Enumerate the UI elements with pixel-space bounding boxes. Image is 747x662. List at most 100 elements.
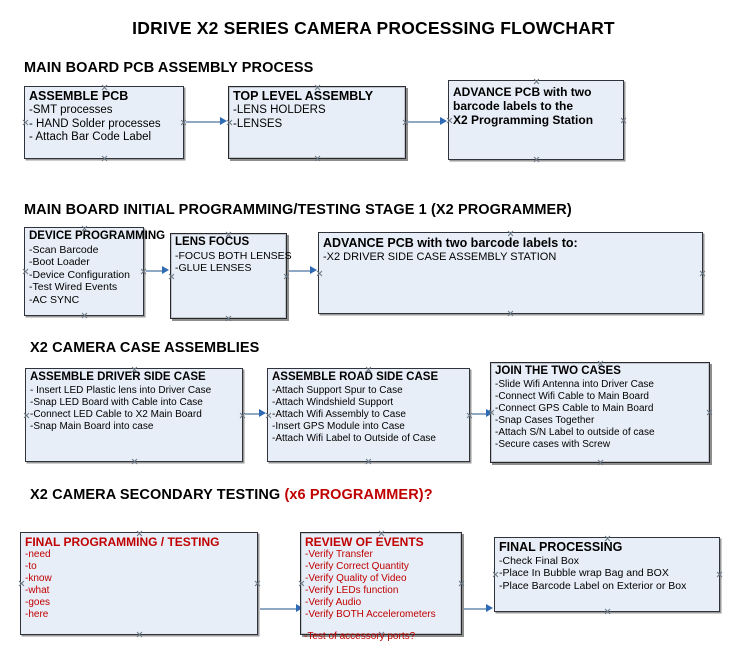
box-line: -GLUE LENSES bbox=[175, 262, 252, 275]
resize-handle-bottom[interactable] bbox=[225, 315, 232, 322]
box-line: -know bbox=[25, 573, 52, 585]
connector-arrow bbox=[408, 121, 442, 123]
box-line: -to bbox=[25, 561, 37, 573]
box-assemble-road-side-case[interactable]: ASSEMBLE ROAD SIDE CASE -Attach Support … bbox=[267, 368, 470, 462]
box-line: -Test Wired Events bbox=[29, 281, 118, 294]
box-line: -Attach Wifi Label to Outside of Case bbox=[272, 432, 436, 444]
resize-handle-bottom[interactable] bbox=[507, 310, 514, 317]
box-line: -Connect LED Cable to X2 Main Board bbox=[30, 408, 202, 420]
resize-handle-left[interactable] bbox=[298, 580, 305, 587]
box-line: -AC SYNC bbox=[29, 293, 80, 306]
box-title: ASSEMBLE ROAD SIDE CASE bbox=[272, 371, 439, 383]
box-advance-pcb-programming-station[interactable]: ADVANCE PCB with two barcode labels to t… bbox=[448, 80, 624, 160]
section-heading-main-board-initial-programming: MAIN BOARD INITIAL PROGRAMMING/TESTING S… bbox=[24, 202, 572, 218]
box-title: TOP LEVEL ASSEMBLY bbox=[233, 89, 374, 103]
box-line: -SMT processes bbox=[29, 103, 113, 116]
box-line: -FOCUS BOTH LENSES bbox=[175, 249, 292, 262]
box-line: barcode labels to the bbox=[453, 99, 574, 114]
connector-arrow bbox=[472, 413, 488, 415]
arrowhead-icon bbox=[440, 117, 447, 125]
box-lens-focus[interactable]: LENS FOCUS -FOCUS BOTH LENSES -GLUE LENS… bbox=[170, 233, 292, 322]
arrowhead-icon bbox=[162, 266, 169, 274]
box-line: -Verify BOTH Accelerometers bbox=[305, 609, 436, 621]
arrowhead-icon bbox=[259, 409, 266, 417]
box-device-programming[interactable]: DEVICE PROGRAMMING -Scan Barcode -Boot L… bbox=[22, 227, 166, 319]
box-top-level-assembly[interactable]: TOP LEVEL ASSEMBLY -LENS HOLDERS -LENSES bbox=[228, 86, 406, 159]
resize-handle-bottom[interactable] bbox=[604, 608, 611, 615]
page-title: IDRIVE X2 SERIES CAMERA PROCESSING FLOWC… bbox=[132, 18, 615, 38]
box-line: -Connect GPS Cable to Main Board bbox=[495, 402, 654, 414]
resize-handle-bottom[interactable] bbox=[101, 155, 108, 162]
section-heading-main-board-pcb-assembly: MAIN BOARD PCB ASSEMBLY PROCESS bbox=[24, 60, 313, 76]
box-line: -Attach Support Spur to Case bbox=[272, 384, 403, 396]
section-heading-text: MAIN BOARD PCB ASSEMBLY PROCESS bbox=[24, 60, 314, 76]
box-title: FINAL PROGRAMMING / TESTING bbox=[25, 535, 220, 549]
box-line: -Scan Barcode bbox=[29, 243, 99, 256]
resize-handle-bottom[interactable] bbox=[136, 631, 143, 638]
box-line: -Verify Correct Quantity bbox=[305, 561, 409, 573]
box-title: LENS FOCUS bbox=[175, 236, 250, 248]
resize-handle-top[interactable] bbox=[533, 78, 540, 85]
resize-handle-bottom[interactable] bbox=[131, 458, 138, 465]
box-line: -Secure cases with Screw bbox=[495, 438, 611, 450]
box-line: -Snap Main Board into case bbox=[30, 420, 154, 432]
resize-handle-right[interactable] bbox=[699, 270, 706, 277]
section-heading-text: X2 CAMERA CASE ASSEMBLIES bbox=[30, 340, 260, 356]
connector-arrow bbox=[245, 413, 261, 415]
section-heading-x2-camera-case-assemblies: X2 CAMERA CASE ASSEMBLIES bbox=[30, 340, 259, 356]
resize-handle-left[interactable] bbox=[23, 412, 30, 419]
box-assemble-driver-side-case[interactable]: ASSEMBLE DRIVER SIDE CASE - Insert LED P… bbox=[25, 368, 243, 462]
box-line: -Slide Wifi Antenna into Driver Case bbox=[495, 378, 654, 390]
box-line: -Verify Quality of Video bbox=[305, 573, 407, 585]
box-line: -X2 DRIVER SIDE CASE ASSEMBLY STATION bbox=[323, 250, 557, 263]
resize-handle-left[interactable] bbox=[22, 268, 29, 275]
section-heading-accent: (x6 PROGRAMMER)? bbox=[284, 487, 433, 503]
box-line: -LENSES bbox=[233, 117, 283, 130]
box-line: -Place Barcode Label on Exterior or Box bbox=[499, 579, 687, 592]
resize-handle-left[interactable] bbox=[492, 571, 499, 578]
box-title: REVIEW OF EVENTS bbox=[305, 535, 424, 549]
resize-handle-left[interactable] bbox=[22, 119, 29, 126]
box-advance-pcb-driver-side-case[interactable]: ADVANCE PCB with two barcode labels to: … bbox=[318, 232, 703, 314]
box-title: ASSEMBLE PCB bbox=[29, 89, 129, 103]
box-line: -Verify LEDs function bbox=[305, 585, 399, 597]
arrowhead-icon bbox=[486, 604, 493, 612]
box-line: -Attach S/N Label to outside of case bbox=[495, 426, 655, 438]
box-title: ASSEMBLE DRIVER SIDE CASE bbox=[30, 371, 206, 383]
section-heading-text: MAIN BOARD INITIAL PROGRAMMING/TESTING S… bbox=[24, 202, 572, 218]
box-line: -Insert GPS Module into Case bbox=[272, 420, 405, 432]
arrowhead-icon bbox=[310, 266, 317, 274]
box-line: -LENS HOLDERS bbox=[233, 103, 326, 116]
box-title: JOIN THE TWO CASES bbox=[495, 365, 621, 377]
arrowhead-icon bbox=[220, 117, 227, 125]
resize-handle-left[interactable] bbox=[18, 580, 25, 587]
resize-handle-bottom[interactable] bbox=[597, 459, 604, 466]
box-line: -Snap Cases Together bbox=[495, 414, 595, 426]
section-heading-x2-camera-secondary-testing: X2 CAMERA SECONDARY TESTING (x6 PROGRAMM… bbox=[30, 487, 433, 503]
box-line: -Verify Audio bbox=[305, 597, 362, 609]
section-heading-text: X2 CAMERA SECONDARY TESTING bbox=[30, 487, 285, 503]
box-title: ADVANCE PCB with two barcode labels to: bbox=[323, 236, 578, 250]
box-join-the-two-cases[interactable]: JOIN THE TWO CASES -Slide Wifi Antenna i… bbox=[490, 362, 710, 463]
box-line: -here bbox=[25, 609, 49, 621]
box-title: FINAL PROCESSING bbox=[499, 540, 623, 554]
resize-handle-bottom[interactable] bbox=[365, 458, 372, 465]
connector-arrow bbox=[289, 270, 312, 272]
box-line: -Device Configuration bbox=[29, 268, 130, 281]
box-title: DEVICE PROGRAMMING bbox=[29, 230, 166, 242]
box-line: -Boot Loader bbox=[29, 256, 90, 269]
connector-arrow bbox=[146, 270, 164, 272]
box-assemble-pcb[interactable]: ASSEMBLE PCB -SMT processes - HAND Solde… bbox=[24, 86, 184, 159]
box-line: - HAND Solder processes bbox=[29, 117, 161, 130]
resize-handle-bottom[interactable] bbox=[81, 312, 88, 319]
box-line: -Connect Wifi Cable to Main Board bbox=[495, 390, 649, 402]
box-line: -Snap LED Board with Cable into Case bbox=[30, 396, 203, 408]
review-of-events-overflow-line: -Test of accessory ports? bbox=[304, 631, 416, 642]
box-review-of-events[interactable]: REVIEW OF EVENTS -Verify Transfer -Verif… bbox=[300, 532, 462, 635]
box-final-programming-testing[interactable]: FINAL PROGRAMMING / TESTING -need -to -k… bbox=[20, 532, 258, 635]
box-line: - Attach Bar Code Label bbox=[29, 131, 152, 144]
box-final-processing[interactable]: FINAL PROCESSING -Check Final Box -Place… bbox=[494, 537, 720, 612]
resize-handle-bottom[interactable] bbox=[314, 155, 321, 162]
resize-handle-bottom[interactable] bbox=[533, 156, 540, 163]
